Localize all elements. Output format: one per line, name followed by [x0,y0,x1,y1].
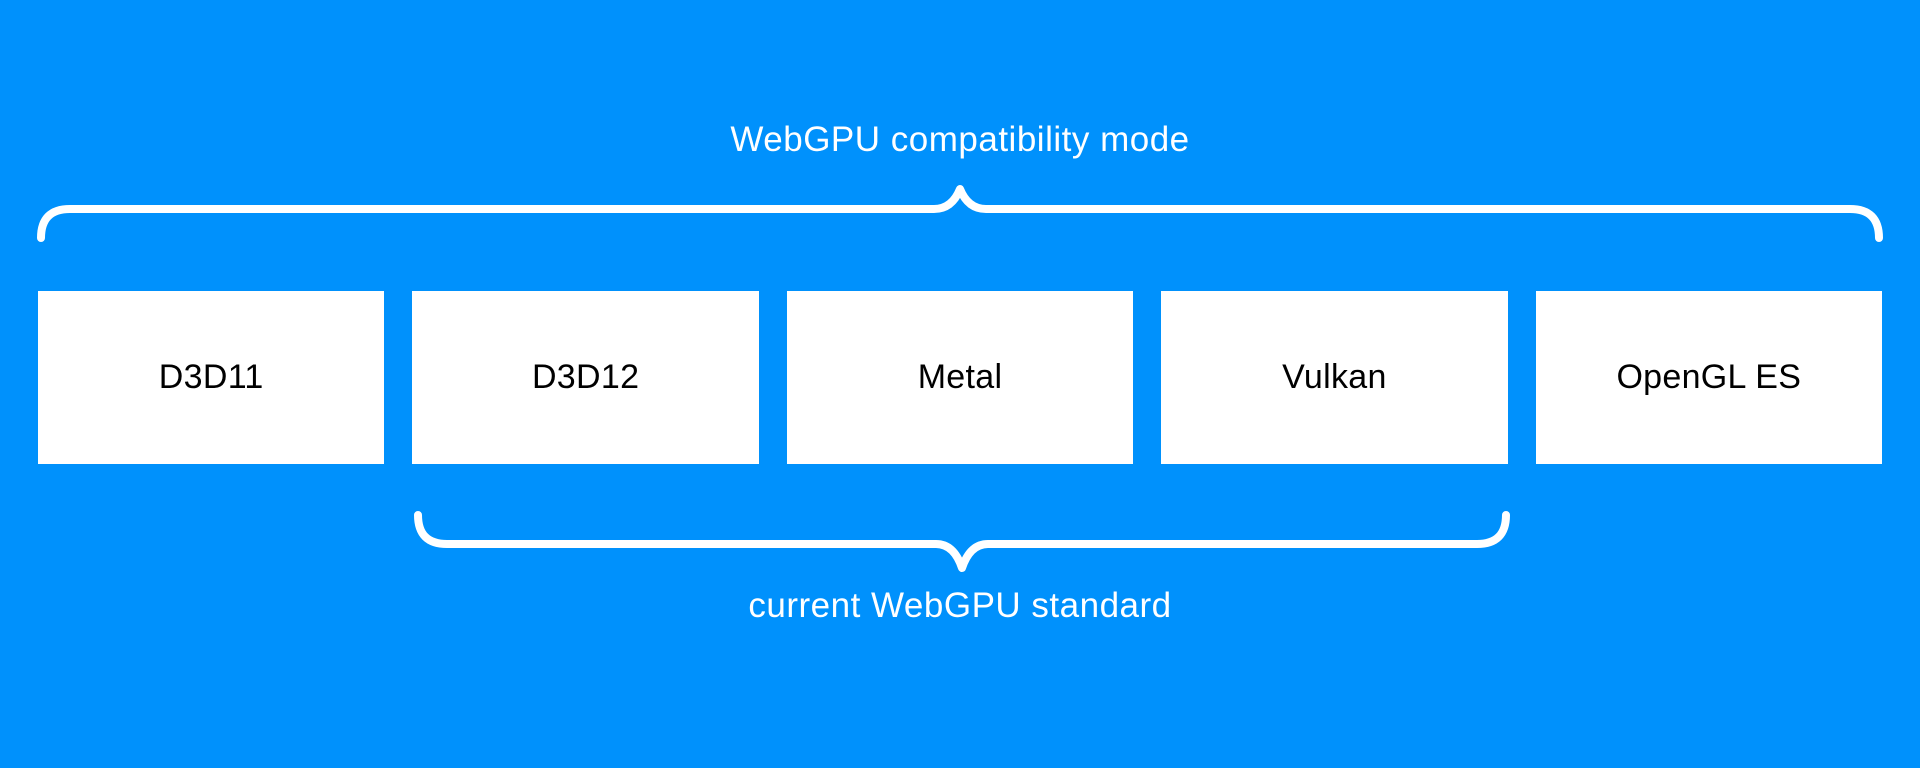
api-box-label: OpenGL ES [1616,358,1802,396]
top-brace-icon [37,185,1883,242]
api-box-label: Vulkan [1282,358,1387,396]
bottom-brace-icon [414,511,1510,572]
bottom-brace-label: current WebGPU standard [748,586,1172,625]
api-box-vulkan: Vulkan [1161,291,1508,464]
api-box-label: D3D11 [158,358,264,396]
api-box-d3d12: D3D12 [412,291,759,464]
api-box-label: Metal [917,358,1003,396]
api-box-label: D3D12 [531,358,640,396]
api-box-opengl-es: OpenGL ES [1535,291,1883,464]
api-box-metal: Metal [786,291,1134,464]
api-boxes-row: D3D11 D3D12 Metal Vulkan OpenGL ES [38,291,1883,464]
top-brace-label: WebGPU compatibility mode [730,120,1190,159]
api-box-d3d11: D3D11 [38,291,385,464]
